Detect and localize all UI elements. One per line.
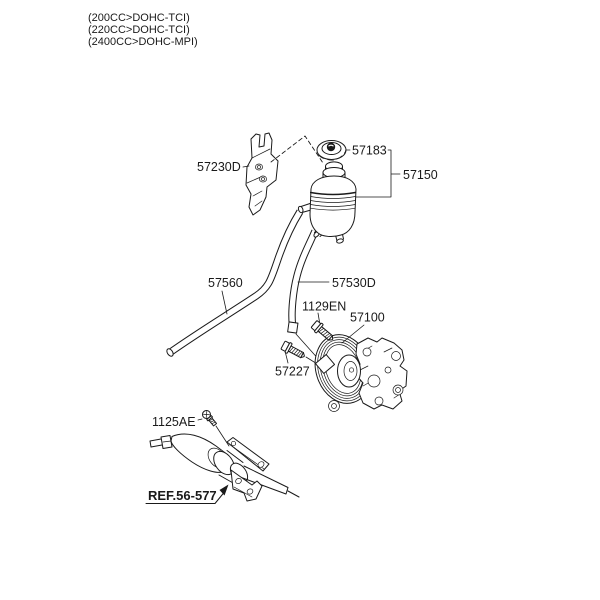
engine-variant-line-1: (200CC>DOHC-TCI) (88, 12, 190, 24)
bracket-assembly-leader (270, 135, 324, 164)
engine-variant-line-3: (2400CC>DOHC-MPI) (88, 36, 198, 48)
pump-drawing (314, 334, 408, 412)
gear-bracket-plate (230, 469, 263, 502)
screw-leader (215, 425, 230, 447)
reference-arrowhead (219, 484, 229, 496)
reference-callout: REF.56-577 (145, 484, 229, 504)
suction-hose-drawing (166, 209, 304, 357)
part-label-57227[interactable]: 57227 (275, 365, 310, 379)
reservoir-drawing (297, 140, 357, 244)
cap-emblem (326, 142, 336, 152)
part-label-1125ae[interactable]: 1125AE (152, 415, 196, 429)
reference-label[interactable]: REF.56-577 (148, 488, 217, 503)
part-label-57100[interactable]: 57100 (350, 311, 385, 325)
part-label-57183[interactable]: 57183 (352, 144, 387, 158)
reservoir-bracket-drawing (245, 132, 279, 216)
label-leader-lines (197, 149, 401, 421)
screw-1125ae-drawing (202, 410, 218, 427)
engine-variant-line-2: (220CC>DOHC-TCI) (88, 24, 190, 36)
part-label-57560[interactable]: 57560 (208, 276, 243, 290)
bolt-57227-drawing (279, 339, 308, 362)
pump-hub (337, 354, 361, 388)
part-label-57150[interactable]: 57150 (403, 168, 438, 182)
part-label-1129en[interactable]: 1129EN (302, 300, 346, 314)
part-label-57230d[interactable]: 57230D (197, 160, 241, 174)
return-hose-drawing (287, 229, 319, 334)
pump-body (355, 337, 408, 410)
bolt-1129en-drawing (309, 319, 337, 345)
gear-mount-arm (226, 437, 270, 472)
part-label-57530d[interactable]: 57530D (332, 276, 376, 290)
engine-variant-header: (200CC>DOHC-TCI) (220CC>DOHC-TCI) (2400C… (88, 12, 198, 48)
steering-gear-drawing (149, 433, 300, 502)
pump-suction-port (314, 354, 336, 374)
